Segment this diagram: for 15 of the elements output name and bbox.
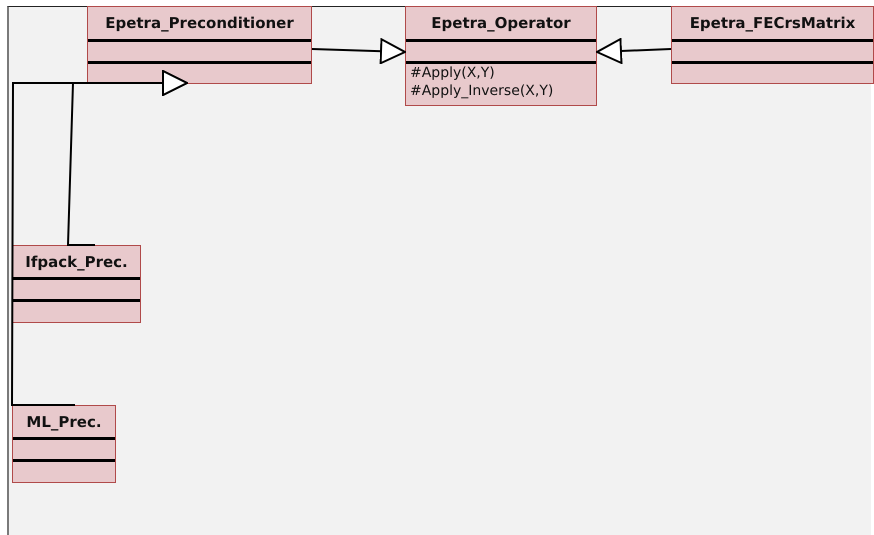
class-box bbox=[12, 405, 116, 483]
class-box bbox=[12, 245, 141, 323]
class-name: Ifpack_Prec. bbox=[24, 252, 129, 272]
class-name: ML_Prec. bbox=[25, 412, 103, 432]
class-name: Epetra_Operator bbox=[430, 13, 572, 34]
method-text: #Apply_Inverse(X,Y) bbox=[410, 82, 554, 100]
class-box bbox=[405, 6, 597, 106]
class-box bbox=[671, 6, 874, 84]
inheritance-arrow bbox=[596, 38, 672, 64]
class-box bbox=[87, 6, 312, 84]
inheritance-arrow bbox=[312, 38, 406, 64]
class-name: Epetra_Preconditioner bbox=[104, 13, 295, 34]
class-name: Epetra_FECrsMatrix bbox=[688, 13, 856, 34]
inheritance-arrow bbox=[11, 70, 188, 406]
method-text: #Apply(X,Y) bbox=[410, 64, 496, 82]
